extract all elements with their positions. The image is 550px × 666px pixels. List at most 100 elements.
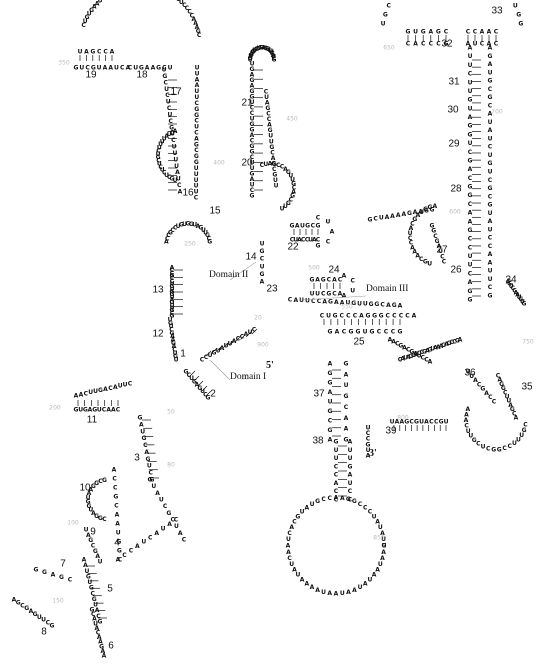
nucleotide: U [86,494,91,501]
helix-number-5: 5 [107,584,113,595]
nucleotide: G [522,301,527,308]
nucleotide: G [356,329,361,336]
nucleotide: G [250,94,255,101]
nucleotide: C [116,407,121,414]
domain-leader-line [299,295,367,301]
nucleotide: U [203,229,208,236]
nucleotide: A [249,51,254,58]
domain-leader-line [229,261,257,281]
nucleotide: C [204,354,209,361]
nucleotide: C [395,341,400,348]
nucleotide: U [408,230,413,237]
nucleotide: U [174,523,179,530]
nucleotide: A [410,244,415,251]
nucleotide: U [168,317,173,324]
nucleotide: G [250,171,255,178]
nucleotide: C [420,349,425,356]
nucleotide: G [497,446,502,453]
nucleotide: G [510,406,515,413]
nucleotide: A [334,299,339,306]
nucleotide: A [144,449,149,456]
position-number: 700 [491,109,503,116]
nucleotide: G [258,45,263,52]
nucleotide: C [488,394,493,401]
nucleotide: G [468,158,473,165]
nucleotide: C [488,284,493,291]
nucleotide: A [488,61,493,68]
nucleotide: G [398,329,403,336]
nucleotide: A [424,419,429,426]
nucleotide: G [74,407,79,414]
nucleotide: A [261,45,266,52]
nucleotide: G [328,408,333,415]
nucleotide: A [315,587,320,594]
nucleotide: G [50,623,55,630]
helix-number-26: 26 [450,265,462,276]
nucleotide: G [468,227,473,234]
nucleotide: A [396,212,401,219]
nucleotide: A [108,65,113,72]
nucleotide: C [436,41,441,48]
nucleotide: U [170,302,175,309]
nucleotide: A [412,313,417,320]
nucleotide: U [268,48,273,55]
nucleotide: G [196,28,201,35]
nucleotide: U [250,165,255,172]
nucleotide: G [156,154,161,161]
nucleotide: A [508,402,513,409]
position-number: 500 [308,265,320,272]
nucleotide: U [469,373,474,380]
nucleotide: U [378,561,383,568]
position-number: 900 [257,342,269,349]
nucleotide: A [115,521,120,528]
nucleotide: U [520,298,525,305]
nucleotide: U [334,455,339,462]
nucleotide: C [173,225,178,232]
nucleotide: A [195,82,200,89]
nucleotide: A [293,297,298,304]
position-number: 750 [522,339,534,346]
nucleotide: A [480,29,485,36]
nucleotide: G [366,441,371,448]
nucleotide: C [81,22,86,29]
nucleotide: C [187,9,192,16]
nucleotide: C [182,2,187,9]
nucleotide: G [436,29,441,36]
nucleotide: U [174,357,179,364]
nucleotide: C [287,555,292,562]
nucleotide: A [399,419,404,426]
nucleotide: A [310,584,315,591]
nucleotide: U [174,163,179,170]
nucleotide: A [444,341,449,348]
nucleotide: G [351,300,356,307]
nucleotide: U [517,294,522,301]
nucleotide: C [260,162,265,169]
nucleotide: G [407,210,412,217]
nucleotide: C [405,313,410,320]
nucleotide: U [363,329,368,336]
nucleotide: U [176,223,181,230]
base-pair-line [193,375,200,382]
helix-number-6: 6 [108,641,114,652]
nucleotide: A [340,299,345,306]
nucleotide: G [272,171,277,178]
base-pair-line [251,328,258,335]
nucleotide: A [94,625,99,632]
nucleotide: U [274,183,279,190]
nucleotide: A [334,480,339,487]
nucleotide: U [427,261,432,268]
nucleotide: C [267,116,272,123]
nucleotide: U [118,383,123,390]
nucleotide: A [372,572,377,579]
nucleotide: U [250,99,255,106]
nucleotide: A [340,495,345,502]
helix-number-11: 11 [87,415,98,426]
base-pair-line [189,370,196,377]
nucleotide: G [501,385,506,392]
nucleotide: U [299,297,304,304]
nucleotide: A [406,354,411,361]
nucleotide: A [391,339,396,346]
nucleotide: A [92,4,97,11]
nucleotide: A [322,298,327,305]
nucleotide: G [406,29,411,36]
